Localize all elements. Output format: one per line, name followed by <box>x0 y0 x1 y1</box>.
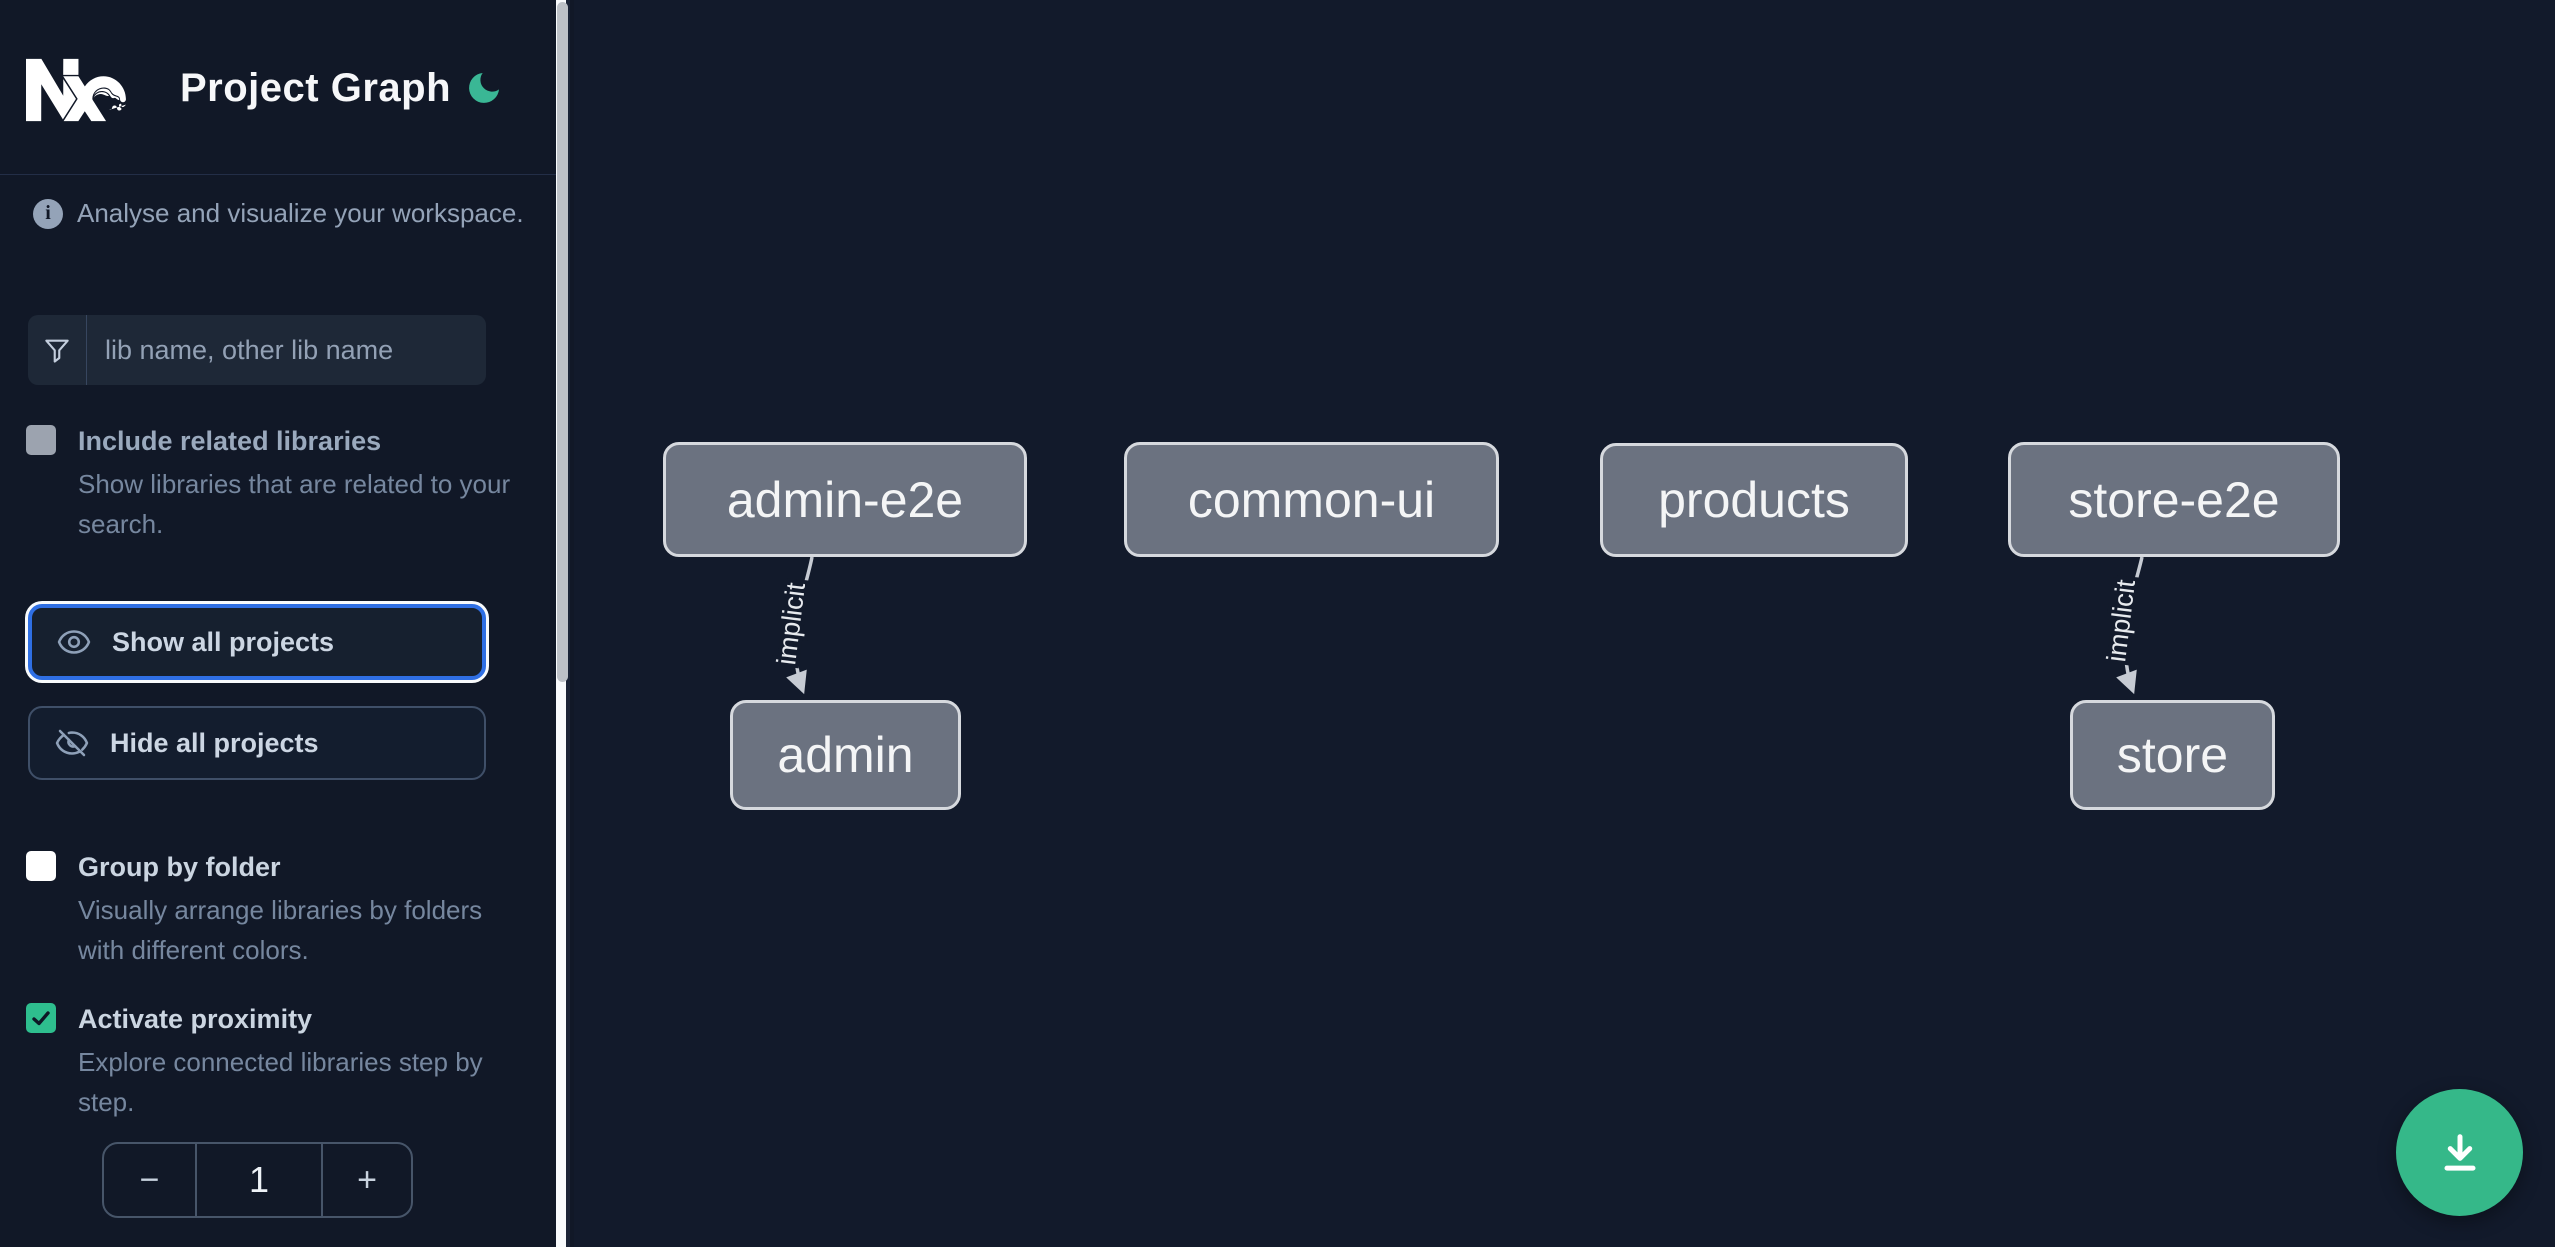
check-icon <box>32 1011 50 1026</box>
show-all-projects-label: Show all projects <box>112 626 335 657</box>
option-description: Explore connected libraries step by step… <box>78 1047 483 1117</box>
moon-icon[interactable] <box>464 68 504 108</box>
edge-store-e2e-store <box>2116 556 2144 695</box>
option-group-by-folder[interactable]: Group by folder Visually arrange librari… <box>26 849 526 970</box>
checkbox-activate-proximity[interactable] <box>26 1003 56 1033</box>
graph-node-common-ui[interactable]: common-ui <box>1124 442 1499 557</box>
nx-logo-icon <box>26 58 126 122</box>
eye-off-icon <box>55 729 89 757</box>
hide-all-projects-button[interactable]: Hide all projects <box>28 706 486 780</box>
sidebar-header: Project Graph <box>0 0 556 175</box>
increment-button[interactable]: + <box>323 1144 411 1216</box>
decrement-button[interactable]: − <box>104 1144 195 1216</box>
checkbox-include-related[interactable] <box>26 425 56 455</box>
edge-admin-e2e-admin <box>786 556 814 695</box>
page-title: Project Graph <box>180 66 452 110</box>
sidebar: Project Graph i Analyse and visualize yo… <box>0 0 574 1247</box>
info-icon: i <box>33 198 63 229</box>
hide-all-projects-label: Hide all projects <box>110 727 319 758</box>
workspace-tagline: i Analyse and visualize your workspace. <box>33 198 524 229</box>
checkbox-group-by-folder[interactable] <box>26 851 56 881</box>
show-all-projects-button[interactable]: Show all projects <box>28 604 486 680</box>
option-include-related[interactable]: Include related libraries Show libraries… <box>26 423 526 544</box>
filter-box <box>28 315 486 385</box>
option-description: Visually arrange libraries by folders wi… <box>78 895 483 965</box>
download-icon <box>2444 1133 2475 1171</box>
scrollbar-thumb[interactable] <box>557 2 568 682</box>
eye-icon <box>57 630 91 654</box>
tagline-text: Analyse and visualize your workspace. <box>77 198 524 228</box>
graph-node-admin-e2e[interactable]: admin-e2e <box>663 442 1027 557</box>
graph-node-store[interactable]: store <box>2070 700 2275 810</box>
graph-canvas[interactable]: implicit implicit admin-e2e common-ui produ… <box>574 0 2555 1247</box>
option-label: Include related libraries <box>78 426 382 456</box>
sidebar-scrollbar[interactable] <box>556 0 570 1247</box>
graph-node-products[interactable]: products <box>1600 443 1908 557</box>
option-description: Show libraries that are related to your … <box>78 469 511 539</box>
edge-label-implicit: implicit <box>771 581 811 667</box>
option-label: Activate proximity <box>78 1004 313 1034</box>
save-image-button[interactable] <box>2396 1089 2523 1216</box>
option-activate-proximity[interactable]: Activate proximity Explore connected lib… <box>26 1001 526 1122</box>
depth-value: 1 <box>195 1144 323 1216</box>
edge-label-implicit: implicit <box>2101 578 2141 664</box>
proximity-depth-stepper: − 1 + <box>102 1142 413 1218</box>
graph-node-store-e2e[interactable]: store-e2e <box>2008 442 2340 557</box>
option-label: Group by folder <box>78 852 281 882</box>
search-input[interactable] <box>87 315 486 385</box>
funnel-icon <box>28 315 87 385</box>
graph-node-admin[interactable]: admin <box>730 700 961 810</box>
